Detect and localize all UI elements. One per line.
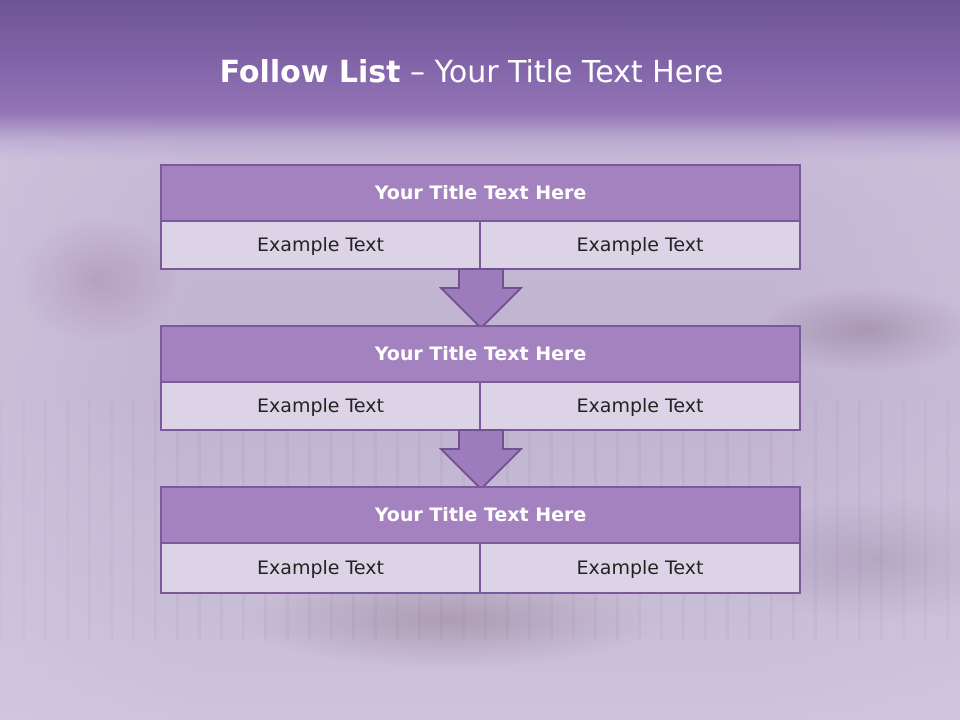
step-title: Your Title Text Here <box>160 164 801 222</box>
step-right-text: Example Text <box>479 381 801 431</box>
step-left-text: Example Text <box>160 542 481 594</box>
step-right-text: Example Text <box>479 220 801 270</box>
arrow-down-icon <box>439 268 523 330</box>
title-separator: – <box>400 55 435 90</box>
step-left-text: Example Text <box>160 381 481 431</box>
step-title: Your Title Text Here <box>160 486 801 544</box>
step-title: Your Title Text Here <box>160 325 801 383</box>
title-bold: Follow List <box>219 55 401 90</box>
header-band: Follow List – Your Title Text Here <box>0 0 960 160</box>
step-left-text: Example Text <box>160 220 481 270</box>
slide-title: Follow List – Your Title Text Here <box>0 55 943 90</box>
title-rest: Your Title Text Here <box>434 55 724 90</box>
arrow-down-icon <box>439 429 523 491</box>
step-right-text: Example Text <box>479 542 801 594</box>
